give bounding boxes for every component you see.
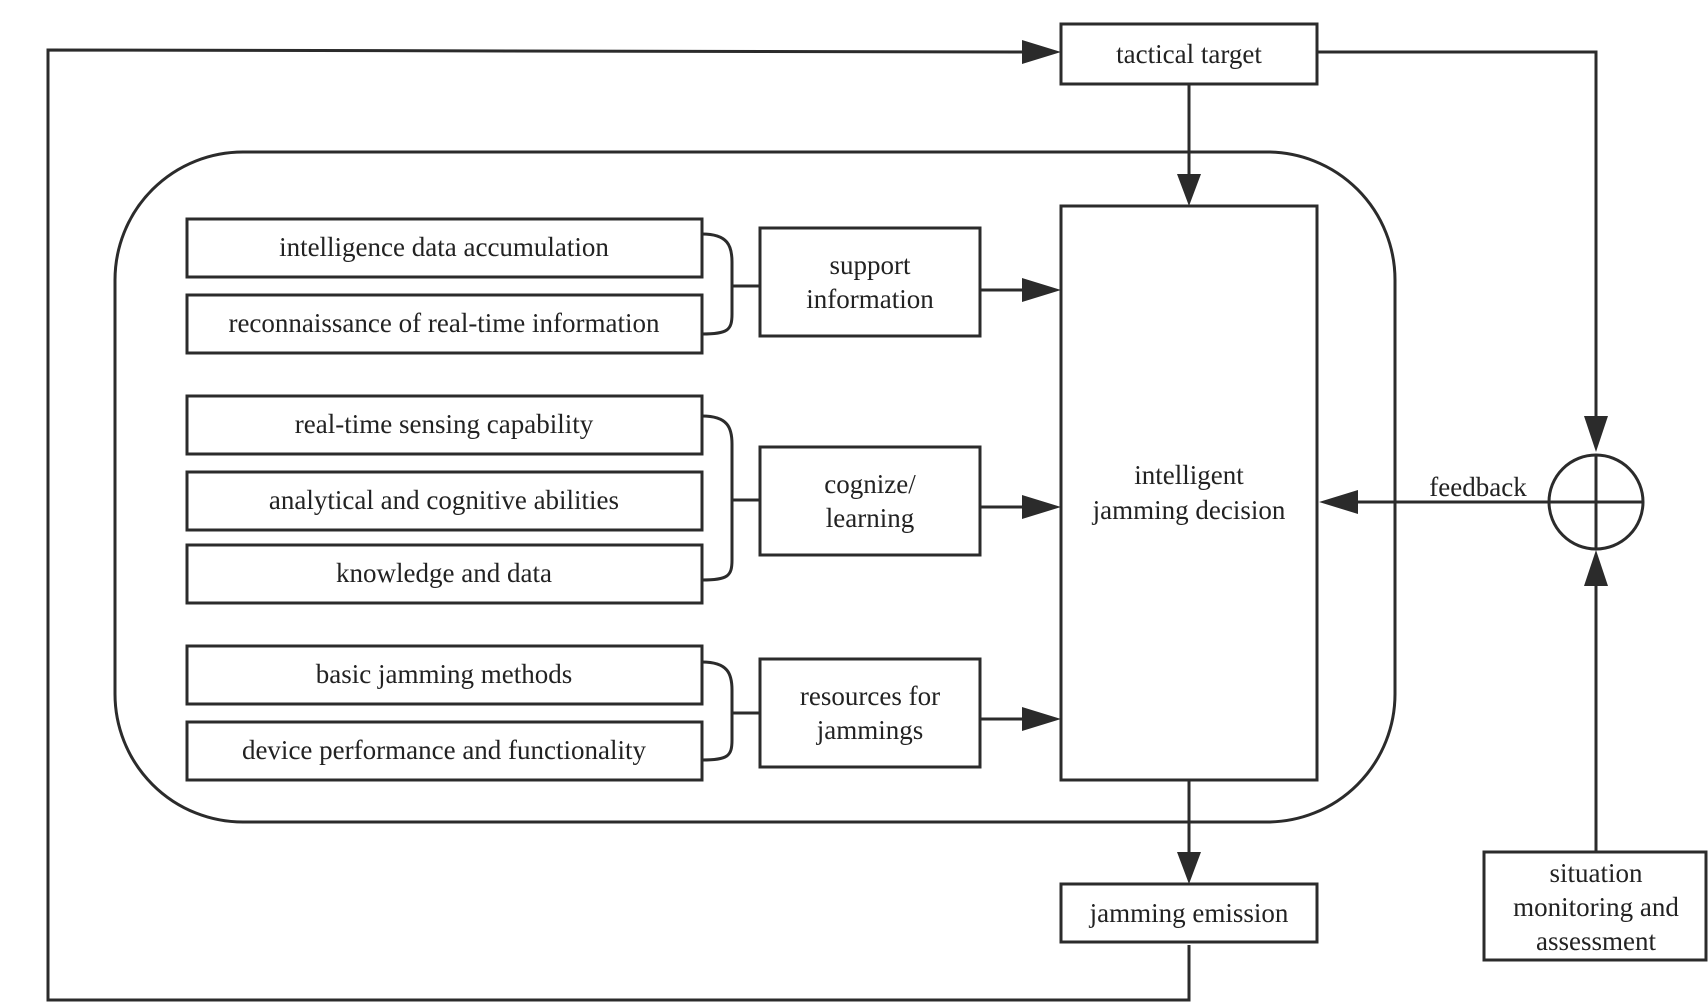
input-label-analytical: analytical and cognitive abilities: [269, 485, 619, 515]
arrow-to-junction-top: [1584, 416, 1608, 452]
feedback-label: feedback: [1429, 472, 1527, 502]
tactical-target-node: tactical target: [1059, 22, 1319, 86]
summary-label-resources-line-2: jammings: [816, 715, 924, 745]
decision-label-line-2: jamming decision: [1092, 495, 1286, 525]
summary-box-resources: [758, 657, 982, 769]
input-box-analytical: [185, 470, 704, 532]
arrow-to-tactical-target: [1022, 40, 1061, 64]
summary-label-cognize-line-1: cognize/: [824, 469, 916, 499]
tactical-target-box: [1059, 22, 1319, 86]
situation-monitoring-node: situation monitoring and assessment: [1482, 850, 1708, 962]
input-label-reconnaissance: reconnaissance of real-time information: [228, 308, 660, 338]
input-box-basic-methods: [185, 644, 704, 706]
summary-label-cognize-line-2: learning: [826, 503, 914, 533]
input-box-reconnaissance: [185, 293, 704, 355]
input-box-sensing: [185, 394, 704, 456]
summary-label-support-line-1: support: [830, 250, 911, 280]
jamming-emission-box: [1059, 882, 1319, 944]
situation-label-line-3: assessment: [1536, 926, 1656, 956]
summary-box-support: [758, 226, 982, 338]
outer-loop-line: [46, 48, 1191, 1002]
input-box-intelligence-data: [185, 217, 704, 279]
summary-label-resources-line-1: resources for: [800, 681, 940, 711]
jamming-emission-node: jamming emission: [1059, 882, 1319, 944]
input-box-device-performance: [185, 720, 704, 782]
arrow-cognize-to-decision: [1022, 495, 1061, 519]
tactical-target-label: tactical target: [1116, 39, 1262, 69]
decision-box: [1059, 204, 1319, 782]
situation-label-line-1: situation: [1550, 858, 1643, 888]
input-box-knowledge: [185, 543, 704, 605]
situation-label-line-2: monitoring and: [1513, 892, 1679, 922]
input-label-knowledge: knowledge and data: [336, 558, 552, 588]
arrow-support-to-decision: [1022, 278, 1061, 302]
summing-junction-node: [1547, 453, 1645, 551]
situation-monitoring-box: [1482, 850, 1708, 962]
decision-label-line-1: intelligent: [1134, 460, 1244, 490]
decision-node: intelligent jamming decision: [1059, 204, 1319, 782]
brace-cognize: [701, 414, 760, 582]
group-resources-for-jammings: basic jamming methods device performance…: [185, 644, 1061, 782]
input-label-sensing: real-time sensing capability: [295, 409, 594, 439]
group-cognize-learning: real-time sensing capability analytical …: [185, 394, 1061, 605]
input-label-basic-methods: basic jamming methods: [316, 659, 572, 689]
arrow-feedback-to-decision: [1319, 490, 1358, 514]
group-support-information: intelligence data accumulation reconnais…: [185, 217, 1061, 355]
input-label-device-performance: device performance and functionality: [242, 735, 647, 765]
target-to-junction-line: [1317, 50, 1598, 418]
arrow-to-emission: [1177, 852, 1201, 884]
input-label-intelligence-data: intelligence data accumulation: [279, 232, 609, 262]
summary-box-cognize: [758, 445, 982, 557]
brace-resources: [701, 660, 760, 762]
arrow-resources-to-decision: [1022, 707, 1061, 731]
jamming-emission-label: jamming emission: [1089, 898, 1289, 928]
brace-support: [701, 232, 760, 336]
arrow-to-decision-top: [1177, 174, 1201, 206]
arrow-to-junction-bottom: [1584, 550, 1608, 586]
summary-label-support-line-2: information: [806, 284, 934, 314]
system-frame: [113, 150, 1397, 824]
